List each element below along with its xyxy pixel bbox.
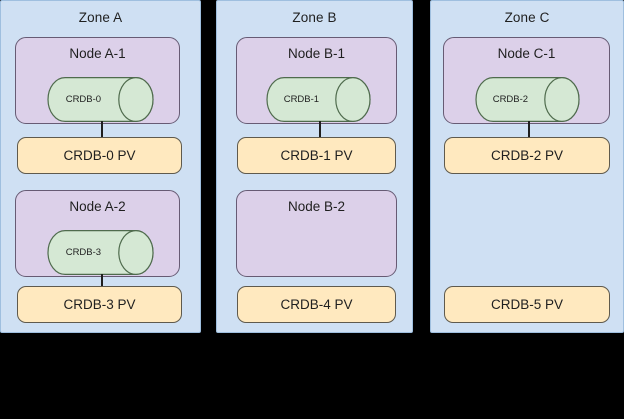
database-cylinder: CRDB-3 (47, 230, 154, 275)
pv-label: CRDB-1 PV (280, 148, 353, 163)
zone-title: Zone C (504, 10, 550, 25)
database-cylinder: CRDB-1 (266, 77, 371, 122)
node-title: Node B-2 (287, 199, 346, 214)
node-title: Node A-1 (69, 46, 126, 61)
node-title: Node B-1 (287, 46, 346, 61)
pv-box: CRDB-4 PV (237, 286, 396, 323)
pv-box: CRDB-2 PV (444, 137, 610, 174)
zone-title: Zone A (78, 10, 123, 25)
connector-line (528, 121, 530, 137)
pv-label: CRDB-2 PV (490, 148, 563, 163)
zone-title: Zone B (292, 10, 337, 25)
node-title: Node C-1 (497, 46, 556, 61)
node-box: Node B-2 (236, 190, 397, 277)
pv-label: CRDB-3 PV (63, 297, 136, 312)
node-title: Node A-2 (69, 199, 126, 214)
connector-line (319, 121, 321, 137)
pv-label: CRDB-4 PV (280, 297, 353, 312)
database-cylinder: CRDB-0 (47, 77, 154, 122)
pv-box: CRDB-3 PV (17, 286, 182, 323)
pv-box: CRDB-5 PV (444, 286, 610, 323)
connector-line (101, 121, 103, 137)
pv-label: CRDB-0 PV (63, 148, 136, 163)
connector-line (101, 274, 103, 286)
pv-label: CRDB-5 PV (490, 297, 563, 312)
pv-box: CRDB-0 PV (17, 137, 182, 174)
pv-box: CRDB-1 PV (237, 137, 396, 174)
database-cylinder: CRDB-2 (475, 77, 580, 122)
